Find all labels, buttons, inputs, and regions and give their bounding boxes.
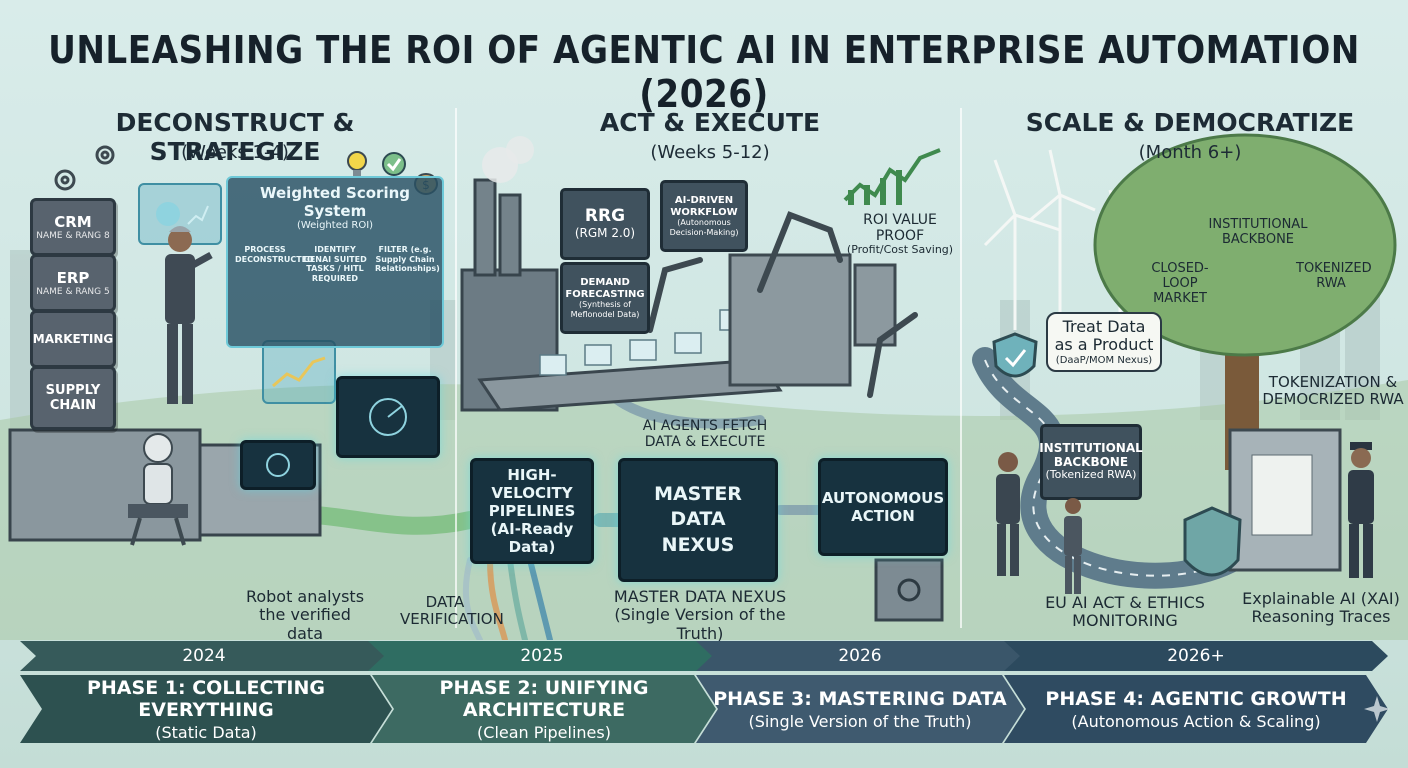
radar-monitor [336, 376, 440, 458]
pipelines-label: HIGH-VELOCITY PIPELINES (AI-Ready Data) [488, 466, 576, 556]
robot-analyst-figure [128, 433, 188, 546]
nexus-caption: MASTER DATA NEXUS (Single Version of the… [590, 587, 810, 643]
phase-4-title: PHASE 4: AGENTIC GROWTH [1045, 687, 1347, 710]
phase-4: PHASE 4: AGENTIC GROWTH (Autonomous Acti… [1004, 675, 1388, 743]
analyst-woman-figure [165, 226, 213, 404]
system-marketing-label: MARKETING [32, 332, 114, 346]
pipelines-screen: HIGH-VELOCITY PIPELINES (AI-Ready Data) [470, 458, 594, 564]
roi-sub: (Profit/Cost Saving) [846, 243, 954, 257]
line-graph-icon [272, 356, 326, 388]
timeline-year-1: 2024 [20, 641, 388, 671]
institutional-backbone-sign: INSTITUTIONAL BACKBONE (Tokenized RWA) [1039, 424, 1143, 500]
section-3-subtitle: (Month 6+) [1138, 142, 1242, 163]
scoring-subtitle: (Weighted ROI) [296, 220, 374, 231]
system-supply-chain-label: SUPPLY CHAIN [45, 383, 101, 413]
page-title: UNLEASHING THE ROI OF AGENTIC AI IN ENTE… [48, 28, 1360, 116]
tokenization-label: TOKENIZATION & DEMOCRIZED RWA [1262, 373, 1404, 409]
section-2-subtitle: (Weeks 5-12) [650, 142, 770, 163]
system-marketing: MARKETING [30, 310, 116, 368]
system-crm-label: CRM [54, 213, 92, 231]
section-1-title: DECONSTRUCT & STRATEGIZE [115, 108, 355, 166]
tree-institutional-backbone: INSTITUTIONAL BACKBONE [1208, 217, 1308, 247]
phase-2-sub: (Clean Pipelines) [477, 722, 611, 742]
system-crm: CRM NAME & RANG 8 [30, 198, 116, 256]
treat-data-title: Treat Data as a Product [1054, 317, 1154, 355]
demand-forecasting-sign: DEMAND FORECASTING (Synthesis of Meflono… [560, 262, 650, 334]
ai-agents-label: AI AGENTS FETCH DATA & EXECUTE [642, 418, 768, 451]
inst-sign-title: INSTITUTIONAL BACKBONE [1039, 440, 1143, 469]
scoring-step-3: FILTER (e.g. Supply Chain Relationships) [375, 245, 440, 274]
scoring-step-2: IDENTIFY GENAI SUITED TASKS / HITL REQUI… [303, 245, 367, 283]
system-erp-label: ERP [56, 269, 90, 287]
ai-workflow-title: AI-DRIVEN WORKFLOW [670, 195, 738, 218]
roi-title: ROI VALUE PROOF [863, 212, 937, 245]
data-verification-label: DATA VERIFICATION [400, 593, 504, 629]
phase-3-title: PHASE 3: MASTERING DATA [713, 687, 1007, 710]
woman-figure [1064, 498, 1082, 594]
pie-chart-icon [156, 202, 209, 226]
ai-workflow-sub: (Autonomous Decision-Making) [669, 218, 739, 237]
phase-1-sub: (Static Data) [155, 722, 257, 742]
tree-closed-loop-market: CLOSED-LOOP MARKET [1151, 261, 1209, 306]
ai-workflow-sign: AI-DRIVEN WORKFLOW (Autonomous Decision-… [660, 180, 748, 252]
xai-label: Explainable AI (XAI) Reasoning Traces [1242, 589, 1400, 627]
phase-4-sub: (Autonomous Action & Scaling) [1071, 711, 1321, 731]
tree-tokenized-rwa: TOKENIZED RWA [1296, 261, 1372, 291]
lightbulb-icon [347, 151, 367, 178]
gear-icon [54, 145, 115, 191]
holo-graph-panel [262, 340, 336, 404]
checkmark-icon [382, 152, 406, 176]
timeline-year-4: 2026+ [1004, 641, 1388, 671]
security-guard-figure [1348, 442, 1374, 578]
section-divider-2 [960, 108, 962, 628]
robot-caption: Robot analysts the verified data [245, 587, 365, 643]
phase-3: PHASE 3: MASTERING DATA (Single Version … [696, 675, 1024, 743]
treat-data-bubble: Treat Data as a Product (DaaP/MOM Nexus) [1046, 312, 1162, 373]
system-erp: ERP NAME & RANG 5 [30, 254, 116, 312]
nexus-label: MASTER DATA NEXUS [654, 482, 742, 556]
radar-icon [369, 398, 407, 436]
scoring-steps: PROCESS DECONSTRUCTED IDENTIFY GENAI SUI… [235, 245, 440, 283]
phase-1-title: PHASE 1: COLLECTING EVERYTHING [86, 676, 325, 721]
phase-3-sub: (Single Version of the Truth) [748, 711, 972, 731]
demand-title: DEMAND FORECASTING [565, 277, 645, 300]
section-2-title: ACT & EXECUTE [599, 108, 821, 137]
weighted-scoring-panel: Weighted Scoring System (Weighted ROI) P… [226, 176, 444, 348]
autonomous-action-screen: AUTONOMOUS ACTION [818, 458, 948, 556]
desk-monitor [240, 440, 316, 490]
businessman-figure [996, 452, 1020, 576]
demand-sub: (Synthesis of Meflonodel Data) [570, 300, 640, 319]
rrg-title: RRG [584, 206, 626, 227]
system-erp-sub: NAME & RANG 5 [36, 287, 110, 297]
section-1-subtitle: (Weeks 1-4) [181, 142, 289, 163]
timeline-year-3: 2026 [696, 641, 1024, 671]
globe-icon [266, 453, 290, 477]
treat-data-sub: (DaaP/MOM Nexus) [1055, 354, 1153, 366]
phase-2-title: PHASE 2: UNIFYING ARCHITECTURE [439, 676, 649, 721]
section-3-title: SCALE & DEMOCRATIZE [1025, 108, 1355, 137]
system-supply-chain: SUPPLY CHAIN [30, 366, 116, 430]
scoring-step-1: PROCESS DECONSTRUCTED [235, 245, 314, 264]
section-divider-1 [455, 108, 457, 628]
inst-sign-sub: (Tokenized RWA) [1045, 468, 1137, 482]
phase-1: PHASE 1: COLLECTING EVERYTHING (Static D… [20, 675, 392, 743]
scoring-title: Weighted Scoring System [260, 184, 410, 220]
rrg-sub: (RGM 2.0) [574, 225, 636, 240]
timeline-year-2: 2025 [368, 641, 716, 671]
shield-check-icon [992, 332, 1038, 378]
autonomous-label: AUTONOMOUS ACTION [821, 489, 945, 525]
nexus-caption-sub: (Single Version of the Truth) [614, 605, 786, 643]
rrg-sign: RRG (RGM 2.0) [560, 188, 650, 260]
eu-ai-act-label: EU AI ACT & ETHICS MONITORING [1045, 593, 1205, 631]
nexus-caption-title: MASTER DATA NEXUS [613, 587, 787, 606]
system-crm-sub: NAME & RANG 8 [36, 231, 110, 241]
master-data-nexus-screen: MASTER DATA NEXUS [618, 458, 778, 582]
sparkle-icon [1364, 696, 1390, 722]
phase-2: PHASE 2: UNIFYING ARCHITECTURE (Clean Pi… [372, 675, 716, 743]
roi-value-proof: ROI VALUE PROOF (Profit/Cost Saving) [840, 212, 960, 257]
